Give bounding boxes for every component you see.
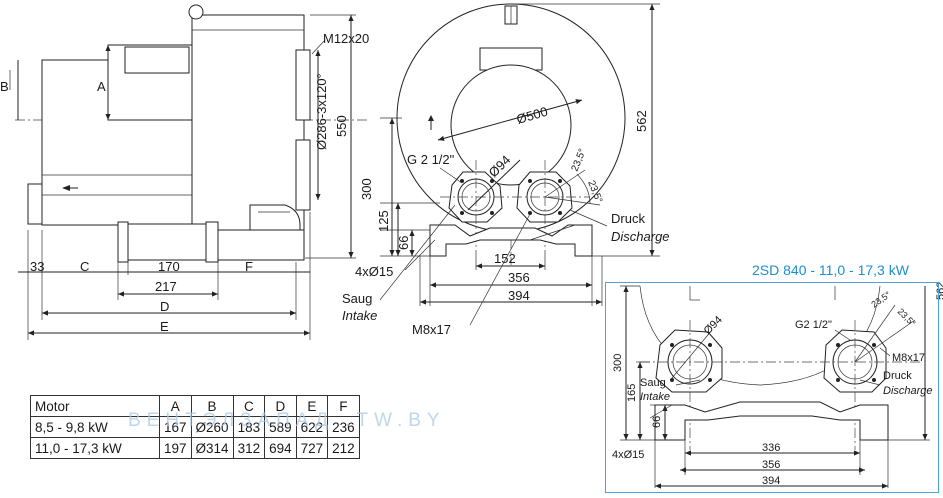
table-cell: 212 [327,437,360,459]
table-cell: Ø260 [190,416,234,438]
detail-panel-border [605,282,939,493]
table-cell: 727 [295,437,329,459]
side-label-f: F [245,259,253,274]
front-view: Ø500 Ø94 G 2 1/2" 562 300 125 66 23,5° 2… [342,3,670,337]
table-cell: 589 [264,416,297,438]
table-header-cell: F [327,395,360,417]
table-header-cell: A [159,395,192,417]
side-label-e: E [160,319,169,334]
table-header-row: Motor A B C D E F [30,395,360,417]
panel-label-m8: M8x17 [892,352,925,364]
table-header-cell: E [295,395,329,417]
spec-table: Motor A B C D E F 8,5 - 9,8 kW 167 Ø260 … [30,395,360,459]
panel-label-intake: Intake [640,391,670,403]
table-cell: 8,5 - 9,8 kW [30,416,160,438]
detail-panel: Ø94 G2 1/2" 23,5° 23,5° M8x17 Druck Disc… [612,282,943,489]
side-view: M12x20 Ø286-3x120° 550 A B 33 C 170 F 21… [0,4,370,340]
side-label-c33: 33 [30,259,44,274]
panel-label-336: 336 [762,442,780,454]
table-cell: 694 [264,437,297,459]
table-header-cell: B [190,395,234,417]
front-label-66: 66 [396,236,411,250]
table-cell: 236 [327,416,360,438]
front-label-300: 300 [359,178,374,200]
panel-label-66: 66 [651,416,663,428]
front-label-g: G 2 1/2" [407,152,455,167]
side-label-c: C [80,259,89,274]
table-header-cell: C [232,395,266,417]
front-label-356: 356 [508,270,530,285]
front-label-intake: Intake [342,308,377,323]
side-label-b: B [0,79,9,94]
panel-label-394: 394 [762,475,780,487]
panel-label-165: 165 [626,384,638,402]
side-label-217: 217 [155,279,177,294]
side-label-170: 170 [158,259,180,274]
panel-label-discharge: Discharge [883,385,933,397]
table-cell: 183 [232,416,266,438]
panel-label-g: G2 1/2" [795,319,832,331]
side-label-a: A [97,79,106,94]
table-cell: 622 [295,416,329,438]
panel-label-holes: 4xØ15 [612,449,644,461]
side-label-m12: M12x20 [323,31,369,46]
panel-label-saug: Saug [640,377,666,389]
table-cell: 167 [159,416,192,438]
panel-label-562: 562 [935,282,943,300]
table-cell: Ø314 [190,437,234,459]
table-header-cell: Motor [30,395,160,417]
table-header-cell: D [264,395,297,417]
panel-label-300: 300 [612,354,624,372]
table-row: 11,0 - 17,3 kW 197 Ø314 312 694 727 212 [30,437,360,459]
panel-label-druck: Druck [883,370,912,382]
front-label-m8: M8x17 [412,322,451,337]
front-label-saug: Saug [342,291,372,306]
front-label-holes: 4xØ15 [355,264,393,279]
front-label-druck: Druck [611,211,645,226]
front-label-562: 562 [634,110,649,132]
side-label-h550: 550 [334,115,349,137]
side-label-d: D [160,299,169,314]
table-cell: 312 [232,437,266,459]
table-cell: 11,0 - 17,3 kW [30,437,160,459]
detail-panel-title: 2SD 840 - 11,0 - 17,3 kW [752,262,909,278]
front-label-152: 152 [494,251,516,266]
front-label-125: 125 [376,210,391,232]
front-label-discharge: Discharge [611,229,670,244]
table-row: 8,5 - 9,8 kW 167 Ø260 183 589 622 236 [30,416,360,438]
table-cell: 197 [159,437,192,459]
panel-label-356: 356 [762,459,780,471]
front-label-394: 394 [508,288,530,303]
side-label-d286: Ø286-3x120° [314,73,329,150]
